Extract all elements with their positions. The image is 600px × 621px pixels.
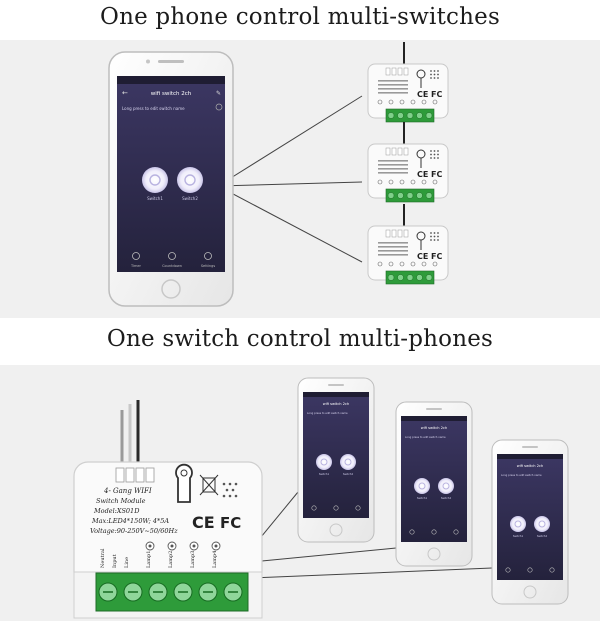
countdown-icon — [168, 252, 176, 260]
fc-mark: FC — [220, 514, 241, 532]
menu-icon — [549, 567, 555, 573]
settings-icon — [204, 252, 212, 260]
switch1-button — [414, 478, 430, 494]
home-button — [329, 523, 343, 537]
menu-timer-label: Timer — [130, 264, 142, 268]
power-icon — [215, 103, 223, 111]
terminal-label: Lamp3 — [190, 551, 196, 568]
big-switch-module: 4- Gang WIFI Switch Module Model:XS01D M… — [73, 461, 263, 619]
small-phone-title: wifi switch 2ch — [517, 464, 544, 468]
ce-mark: CE — [417, 252, 428, 261]
ce-mark: CE — [417, 170, 428, 179]
fc-mark: FC — [431, 90, 442, 99]
module-line5: Voltage:90-250V~50/60Hz — [90, 527, 178, 535]
switch2-label: Switch2 — [537, 534, 548, 538]
home-button — [523, 585, 537, 599]
antenna-wire-icon — [120, 400, 140, 470]
small-phone-screen — [303, 392, 369, 518]
small-phone-prompt: Long press to edit switch name — [501, 473, 542, 477]
switch2-label: Switch2 — [182, 196, 198, 201]
switch1-label: Switch1 — [319, 472, 330, 476]
module-line3: Model:XS01D — [93, 507, 140, 515]
switch2-button — [438, 478, 454, 494]
switch2-button — [340, 454, 356, 470]
menu-icon — [527, 567, 533, 573]
terminal-label: Lamp1 — [146, 551, 152, 568]
switch2-label: Switch2 — [441, 496, 452, 500]
switch1-label: Switch1 — [513, 534, 524, 538]
small-phone-prompt: Long press to edit switch name — [405, 435, 446, 439]
menu-icon — [505, 567, 511, 573]
menu-icon — [311, 505, 317, 511]
connection-lines-top — [217, 95, 363, 263]
small-phone-prompt: Long press to edit switch name — [307, 411, 348, 415]
switch2-button — [177, 167, 203, 193]
edit-icon: ✎ — [216, 90, 221, 97]
menu-settings-label: Settings — [201, 264, 216, 268]
terminal-label: Line — [124, 557, 130, 568]
switch1-label: Switch1 — [147, 196, 163, 201]
switch1-button — [142, 167, 168, 193]
menu-countdown-label: Countdown — [162, 264, 182, 268]
menu-icon — [453, 529, 459, 535]
menu-icon — [431, 529, 437, 535]
back-arrow-icon: ← — [122, 89, 128, 97]
section1-title: One phone control multi-switches — [100, 4, 500, 30]
switch2-button — [534, 516, 550, 532]
switch2-label: Switch2 — [343, 472, 354, 476]
switch1-label: Switch1 — [417, 496, 428, 500]
ce-mark: CE — [417, 90, 428, 99]
module-line1: 4- Gang WIFI — [103, 487, 152, 495]
menu-icon — [409, 529, 415, 535]
terminal-label: Neutral — [100, 548, 106, 568]
switch1-button — [510, 516, 526, 532]
timer-icon — [132, 252, 140, 260]
top-panel-background — [0, 40, 600, 318]
menu-icon — [355, 505, 361, 511]
switch1-button — [316, 454, 332, 470]
terminal-label: Lamp4 — [212, 551, 218, 568]
weee-bin-icon — [199, 474, 219, 496]
small-phone-screen — [497, 454, 563, 580]
menu-icon — [333, 505, 339, 511]
fc-mark: FC — [431, 170, 442, 179]
small-phone-title: wifi switch 2ch — [421, 426, 448, 430]
small-phone-title: wifi switch 2ch — [323, 402, 350, 406]
terminal-label: Lamp2 — [168, 551, 174, 568]
section2-title: One switch control multi-phones — [106, 326, 494, 352]
main-phone-title: wifi switch 2ch — [151, 91, 192, 97]
small-phone-screen — [401, 416, 467, 542]
fc-mark: FC — [431, 252, 442, 261]
ce-mark: CE — [192, 513, 215, 532]
main-phone: ← wifi switch 2ch ✎ Long press to edit s… — [108, 51, 234, 307]
module-line2: Switch Module — [96, 497, 146, 505]
module-line4: Max:LED4*150W; 4*5A — [91, 517, 169, 525]
home-button — [161, 279, 181, 299]
main-phone-prompt: Long press to edit switch name — [122, 106, 185, 111]
terminal-label: Input — [112, 554, 118, 568]
home-button — [427, 547, 441, 561]
